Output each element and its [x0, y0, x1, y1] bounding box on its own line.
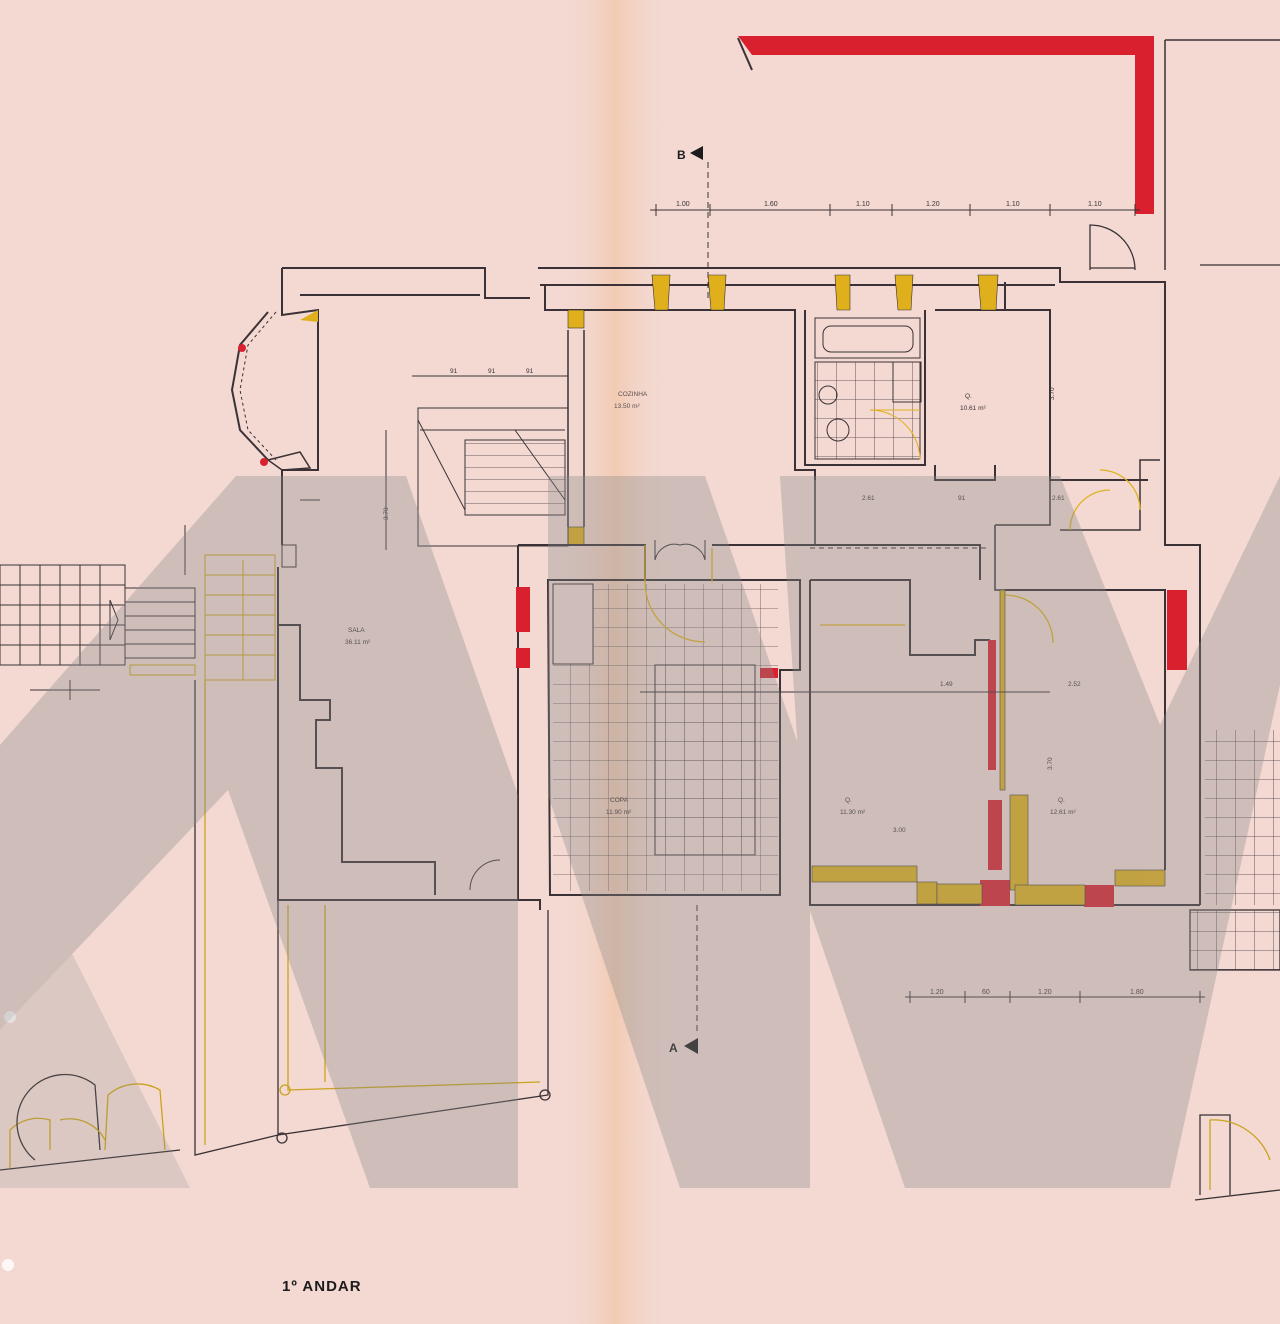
dim-vertical-3: 3.70 [383, 507, 390, 520]
dim-mid-2: 91 [958, 495, 966, 502]
bathroom [814, 317, 922, 461]
binder-hole [2, 1259, 14, 1271]
room-q3-name: Q. [1058, 797, 1065, 804]
door-right-mid [1069, 469, 1141, 531]
binder-hole [4, 1011, 16, 1023]
svg-text:A: A [669, 1041, 678, 1055]
watermark [0, 476, 1280, 1188]
counter-2 [654, 664, 756, 856]
section-marker-a: A [669, 905, 698, 1055]
garage-outline [194, 680, 551, 1156]
door-bottom-right [1189, 264, 1280, 1201]
exterior-stair [0, 525, 276, 700]
room-q2-name: Q. [845, 797, 852, 804]
bay-window [230, 310, 318, 471]
dim-mid-1: 2.61 [862, 495, 875, 502]
plan-title: 1º ANDAR [282, 1278, 362, 1295]
dim-bottom-4: 1.80 [1130, 989, 1144, 996]
stair-hall [281, 330, 585, 568]
dim-top-2: 1.60 [764, 201, 778, 208]
dim-top-4: 1.20 [926, 201, 940, 208]
wall-stub [737, 37, 753, 71]
room-q2-area: 11.30 m² [840, 809, 866, 816]
section-marker-b: B [677, 146, 709, 300]
room-kitchen-name: COZINHA [618, 391, 648, 398]
dim-top-1: 1.00 [676, 201, 690, 208]
room-copa-area: 11.90 m² [606, 809, 632, 816]
room-q1-name: Q. [965, 393, 972, 400]
room-kitchen-area: 13.50 m² [614, 403, 640, 410]
room-sala-name: SALA [348, 627, 365, 634]
lower-block-walls [277, 544, 1200, 910]
dim-bottom-2: 60 [982, 989, 990, 996]
dim-room-d1-width: 3.00 [893, 827, 906, 834]
dim-mid-3: 2.61 [1052, 495, 1065, 502]
dim-bottom-1: 1.20 [930, 989, 944, 996]
dim-row-1: 1.49 [940, 681, 953, 688]
dim-stair-3: 91 [526, 368, 534, 375]
room-copa-name: COPA [610, 797, 629, 804]
dim-stair-1: 91 [450, 368, 458, 375]
dim-top-5: 1.10 [1006, 201, 1020, 208]
room-q1-area: 10.61 m² [960, 405, 986, 412]
dim-top-3: 1.10 [856, 201, 870, 208]
svg-text:B: B [677, 148, 686, 162]
red-wall-top [738, 36, 1154, 214]
counter [552, 583, 594, 665]
room-q3-area: 12.61 m² [1050, 809, 1076, 816]
red-blocks [516, 587, 1187, 907]
dim-vertical-1: 3.70 [1049, 387, 1056, 400]
dim-top-6: 1.10 [1088, 201, 1102, 208]
window-piers [567, 274, 999, 546]
doors-lower [644, 545, 1054, 644]
dimension-chain-bottom [905, 991, 1205, 1003]
doors-lower-dark [469, 540, 706, 891]
dimension-chain-top [650, 204, 1140, 216]
dim-row-2: 2.52 [1068, 681, 1081, 688]
dim-vertical-2: 3.70 [1047, 757, 1054, 770]
dim-bottom-3: 1.20 [1038, 989, 1052, 996]
room-sala-area: 36.11 m² [345, 639, 371, 646]
door-right-top [1089, 224, 1136, 271]
dim-stair-2: 91 [488, 368, 496, 375]
arched-doors-left [0, 1073, 181, 1171]
yellow-walls-lower [811, 589, 1166, 906]
